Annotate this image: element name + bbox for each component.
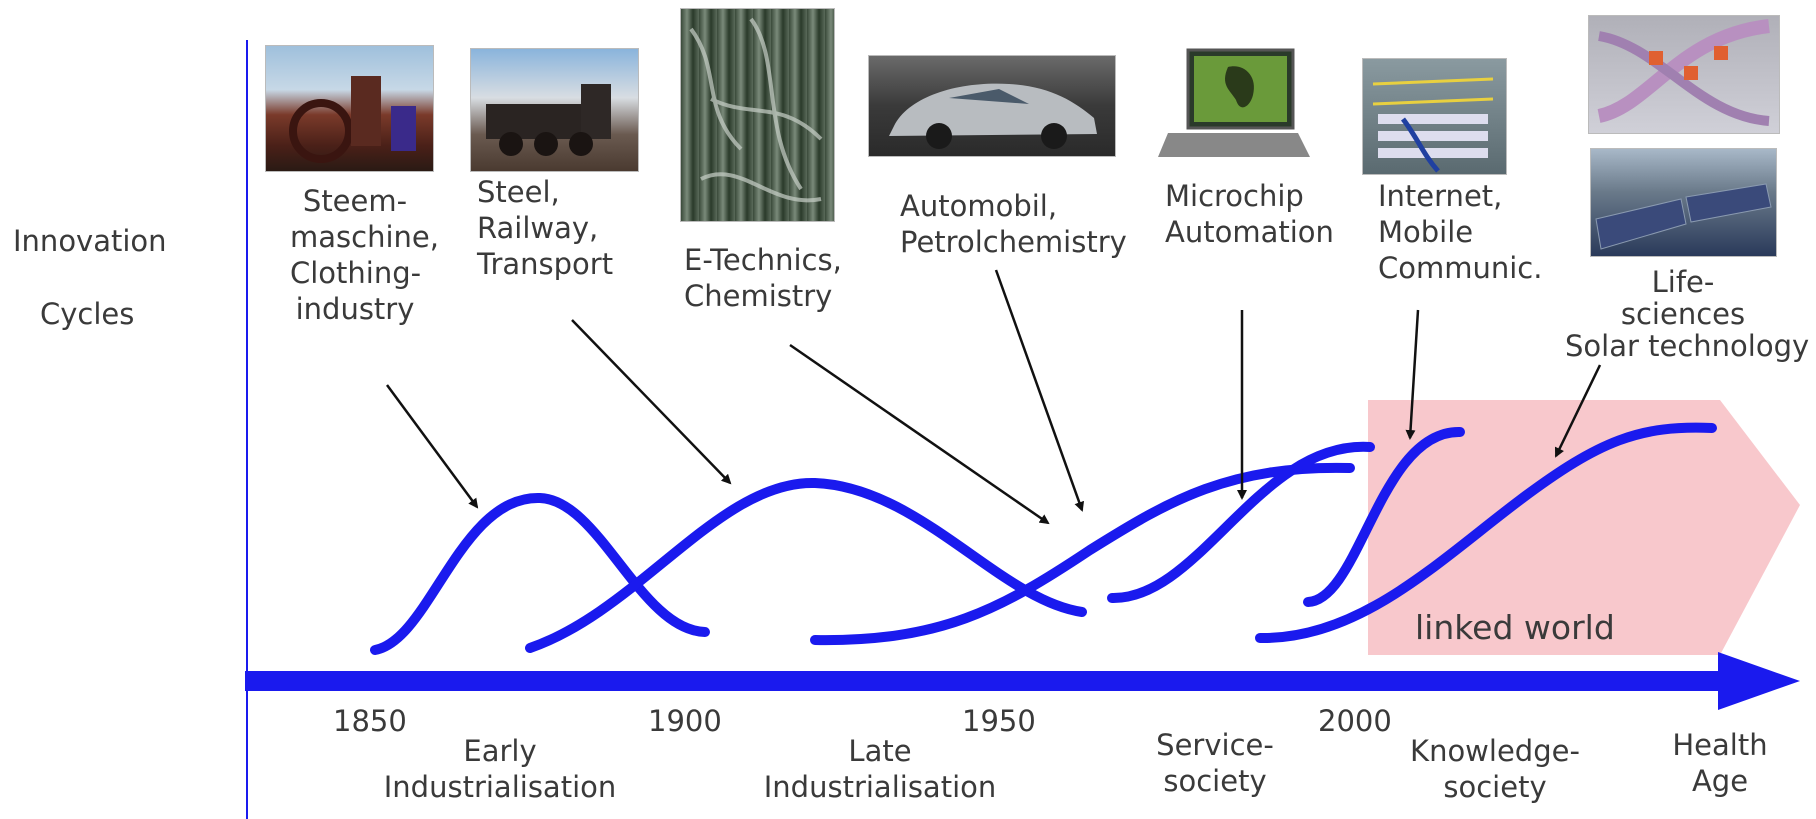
dna-photo	[1588, 15, 1780, 134]
age-knowledge-society: Knowledge- society	[1395, 733, 1595, 805]
chemical-pipes-photo	[680, 8, 835, 222]
pointer-arrow-3	[789, 343, 1050, 525]
pointer-arrow-6	[1405, 309, 1420, 440]
age-label-line: Early	[463, 734, 537, 768]
cycle-2-label-line: Railway,	[477, 211, 599, 245]
cycle-7-label: Life- sciences Solar technology	[1565, 265, 1810, 363]
pointer-arrow-7	[1554, 364, 1602, 458]
cycle-3-label-line: Chemistry	[684, 279, 833, 313]
cycle-4-label-line: Automobil,	[900, 189, 1058, 223]
pointer-arrow-1	[385, 384, 479, 509]
steam-engine-photo	[265, 45, 434, 172]
cycle-1-label: Steem- maschine, Clothing- industry	[290, 183, 439, 327]
car-photo	[868, 55, 1116, 157]
cycle-5-label-line: Automation	[1165, 215, 1334, 249]
age-health-age: Health Age	[1665, 727, 1775, 799]
age-label-line: Industrialisation	[383, 770, 617, 804]
cycle-5-label: Microchip Automation	[1165, 178, 1334, 250]
age-early-industrialisation: Early Industrialisation	[370, 733, 630, 805]
pointer-arrow-2	[571, 319, 732, 485]
year-label: 2000	[1318, 704, 1392, 738]
cycle-1-label-line: maschine,	[290, 220, 439, 254]
age-label-line: Health	[1672, 728, 1768, 762]
cycle-2-label: Steel, Railway, Transport	[477, 174, 613, 282]
cycle-2-label-line: Transport	[477, 247, 614, 281]
timeline-arrow-shaft	[245, 671, 1725, 691]
cycle-3-label-line: E-Technics,	[684, 243, 842, 277]
cycle-7-label-line: Solar technology	[1565, 329, 1810, 363]
year-label: 1850	[333, 704, 407, 738]
age-label-line: Knowledge-	[1410, 734, 1580, 768]
cycle-curve-6	[1255, 422, 1717, 644]
age-label-line: Late	[848, 734, 912, 768]
age-late-industrialisation: Late Industrialisation	[750, 733, 1010, 805]
year-label: 1900	[648, 704, 722, 738]
cycle-6-label-line: Internet,	[1378, 179, 1503, 213]
cycle-6-label-line: Mobile	[1378, 215, 1474, 249]
cycle-curve-5	[1303, 426, 1465, 607]
age-service-society: Service- society	[1130, 727, 1300, 799]
age-label-line: Age	[1691, 764, 1749, 798]
linked-world-region	[1368, 400, 1800, 655]
age-label-line: society	[1443, 770, 1547, 804]
cycle-curve-4	[1107, 441, 1375, 604]
diagram-title-line-2: Cycles	[40, 297, 135, 331]
cycle-curve-1	[370, 492, 710, 655]
linked-world-label: linked world	[1415, 608, 1615, 647]
year-label: 1950	[962, 704, 1036, 738]
cycle-1-label-line: industry	[295, 292, 415, 326]
solar-panels-photo	[1590, 148, 1777, 257]
cycle-4-label: Automobil, Petrolchemistry	[900, 188, 1127, 260]
timeline-arrowhead	[1718, 652, 1800, 710]
cycle-2-label-line: Steel,	[477, 175, 560, 209]
cycle-6-label-line: Communic.	[1378, 251, 1543, 285]
cycle-5-label-line: Microchip	[1165, 179, 1304, 213]
network-cables-photo	[1362, 58, 1507, 175]
cycle-3-label: E-Technics, Chemistry	[684, 242, 842, 314]
pointer-arrow-4	[994, 269, 1085, 512]
cycle-4-label-line: Petrolchemistry	[900, 225, 1127, 259]
cycle-7-label-line: sciences	[1620, 297, 1746, 331]
cycle-1-label-line: Steem-	[302, 184, 408, 218]
age-label-line: society	[1163, 764, 1267, 798]
cycle-1-label-line: Clothing-	[290, 256, 422, 290]
cycle-curve-2	[525, 477, 1087, 653]
age-label-line: Industrialisation	[763, 770, 997, 804]
locomotive-photo	[470, 48, 639, 172]
cycle-6-label: Internet, Mobile Communic.	[1378, 178, 1542, 286]
diagram-title-line-1: Innovation	[13, 224, 167, 258]
age-label-line: Service-	[1156, 728, 1274, 762]
cycle-curve-3	[810, 462, 1355, 646]
cycle-7-label-line: Life-	[1651, 265, 1715, 299]
laptop-photo	[1158, 45, 1310, 165]
